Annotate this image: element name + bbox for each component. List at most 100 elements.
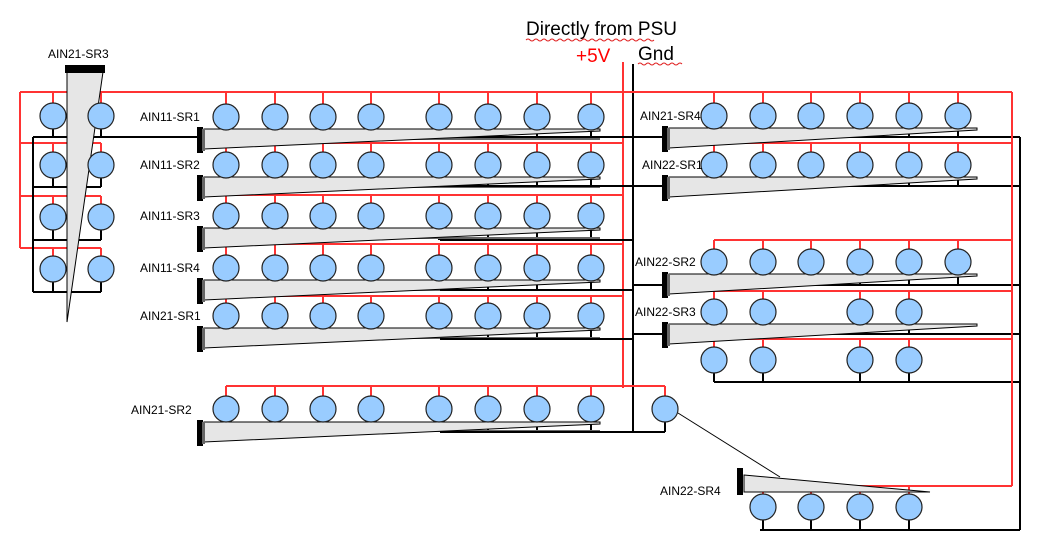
spellcheck-underline [597,38,655,42]
led-icon [474,103,502,131]
led-icon [309,395,337,423]
led-icon [474,202,502,230]
led-icon [944,248,972,276]
connector-header-icon [197,226,203,252]
led-icon [425,202,453,230]
led-icon [523,395,551,423]
led-icon [39,203,67,231]
led-icon [944,102,972,130]
led-icon [357,202,385,230]
led-icon [577,302,605,330]
connector-pin-icon [202,280,205,302]
connector-pin-icon [202,228,205,250]
led-icon [261,103,289,131]
connector-pin-icon [667,324,670,346]
led-icon [797,102,825,130]
led-icon [212,254,240,282]
led-icon [523,103,551,131]
led-icon [523,254,551,282]
connector-pin-icon [202,129,205,151]
led-icon [749,298,777,326]
led-icon [357,395,385,423]
led-icon [523,202,551,230]
connector-pin-icon [202,177,205,199]
led-icon [797,151,825,179]
led-icon [87,203,115,231]
led-icon [895,493,923,521]
led-icon [749,102,777,130]
led-icon [846,346,874,374]
led-icon [261,151,289,179]
led-icon [797,493,825,521]
led-icon [212,202,240,230]
led-icon [425,395,453,423]
led-icon [474,395,502,423]
connector-header-icon [65,65,105,73]
led-icon [357,151,385,179]
led-icon [577,254,605,282]
connector-header-icon [197,175,203,201]
led-icon [309,202,337,230]
led-icon [846,493,874,521]
led-icon [749,151,777,179]
led-icon [357,103,385,131]
led-icon [87,255,115,283]
connector-label-ain22-sr3: AIN22-SR3 [635,305,696,319]
connector-label-ain22-sr2: AIN22-SR2 [635,255,696,269]
psu-title: Directly from PSU [526,19,677,40]
led-icon [749,346,777,374]
led-icon [895,248,923,276]
led-icon [357,302,385,330]
connector-label-ain21-sr1: AIN21-SR1 [140,309,201,323]
led-icon [846,151,874,179]
led-icon [87,151,115,179]
led-icon [700,151,728,179]
led-icon [309,103,337,131]
led-icon [425,151,453,179]
spellcheck-underline [637,62,683,66]
led-icon [895,151,923,179]
led-icon [212,103,240,131]
led-icon [425,302,453,330]
led-icon [261,302,289,330]
led-icon [39,151,67,179]
led-icon [797,248,825,276]
connector-pin-icon [667,274,670,296]
connector-header-icon [197,420,203,446]
led-icon [39,255,67,283]
led-icon [212,151,240,179]
connector-header-icon [197,326,203,352]
led-icon [700,102,728,130]
connector-header-icon [197,127,203,153]
led-icon [261,202,289,230]
led-icon [425,254,453,282]
connector-label-ain22-sr1: AIN22-SR1 [642,158,703,172]
leds-layer [39,102,972,521]
labels-layer: Directly from PSU +5V Gnd AIN11-SR1AIN11… [48,19,721,498]
led-icon [846,298,874,326]
connector-header-icon [197,278,203,304]
led-icon [895,102,923,130]
led-icon [212,395,240,423]
led-icon [700,346,728,374]
connector-pin-icon [202,328,205,350]
connector-label-ain11-sr1: AIN11-SR1 [140,110,200,124]
led-icon [87,102,115,130]
connector-label-ain21-sr3: AIN21-SR3 [48,47,109,61]
led-icon [577,151,605,179]
spellcheck-underline [525,38,599,42]
led-icon [700,298,728,326]
connector-label-ain21-sr4: AIN21-SR4 [640,109,701,123]
connector-header-icon [662,322,668,348]
ribbon-cables-layer [65,65,978,495]
connector-label-ain22-sr4: AIN22-SR4 [660,484,721,498]
led-icon [474,302,502,330]
led-icon [846,102,874,130]
led-icon [261,254,289,282]
ground-rail-label: Gnd [638,44,674,65]
led-icon [577,103,605,131]
connector-header-icon [662,272,668,298]
led-icon [357,254,385,282]
connector-pin-icon [202,422,205,444]
